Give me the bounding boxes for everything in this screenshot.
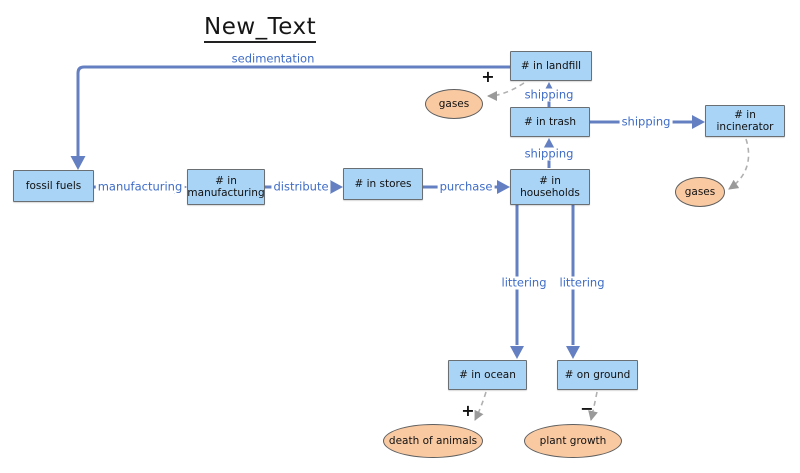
flow-label-distribute[interactable]: distribute xyxy=(271,179,331,194)
stock-on-ground[interactable]: # on ground xyxy=(557,360,638,390)
flow-label-littering-ocean[interactable]: littering xyxy=(499,275,549,290)
flow-sedimentation-arrow[interactable] xyxy=(70,65,511,170)
flow-label-shipping-trash-incinerator[interactable]: shipping xyxy=(619,114,673,129)
link-incinerator-gases[interactable] xyxy=(728,138,750,190)
diagram-title[interactable]: New_Text xyxy=(204,14,317,43)
flow-label-shipping-trash-landfill[interactable]: shipping xyxy=(522,87,576,102)
flow-label-shipping-households-trash[interactable]: shipping xyxy=(522,146,576,161)
stock-in-households[interactable]: # in households xyxy=(510,169,590,205)
flow-label-manufacturing[interactable]: manufacturing xyxy=(95,179,185,194)
sign-plus-death-of-animals: + xyxy=(461,401,475,420)
variable-gases-landfill[interactable]: gases xyxy=(425,89,483,119)
flow-littering-ground-arrow[interactable] xyxy=(566,205,580,359)
variable-plant-growth[interactable]: plant growth xyxy=(524,424,622,458)
flow-label-purchase[interactable]: purchase xyxy=(437,179,495,194)
stock-in-incinerator[interactable]: # in incinerator xyxy=(705,105,785,137)
stock-fossil-fuels[interactable]: fossil fuels xyxy=(13,170,94,202)
variable-death-of-animals[interactable]: death of animals xyxy=(383,424,483,458)
flow-littering-ocean-arrow[interactable] xyxy=(510,205,524,359)
flow-label-sedimentation[interactable]: sedimentation xyxy=(231,51,315,66)
sign-minus-plant-growth: − xyxy=(580,399,594,418)
stock-in-stores[interactable]: # in stores xyxy=(343,168,423,200)
variable-gases-incinerator[interactable]: gases xyxy=(675,177,725,207)
stock-in-trash[interactable]: # in trash xyxy=(510,107,590,137)
stock-in-landfill[interactable]: # in landfill xyxy=(510,51,592,81)
stock-in-manufacturing[interactable]: # in manufacturing xyxy=(187,169,265,205)
sign-plus-gases: + xyxy=(481,67,495,86)
flow-label-littering-ground[interactable]: littering xyxy=(557,275,607,290)
link-ocean-death-of-animals[interactable] xyxy=(474,391,487,421)
link-landfill-gases[interactable] xyxy=(487,82,525,101)
link-ground-plant-growth[interactable] xyxy=(588,391,598,421)
stock-in-ocean[interactable]: # in ocean xyxy=(448,360,527,390)
